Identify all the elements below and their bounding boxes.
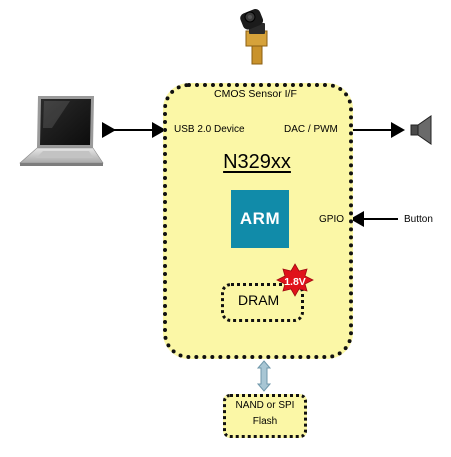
dram-label: DRAM [238,292,280,308]
voltage-badge: 1.8V [284,276,306,288]
flash-label-line2: Flash [252,416,278,427]
usb-interface-label: USB 2.0 Device [174,124,245,135]
flash-block [223,394,307,438]
cmos-interface-label: CMOS Sensor I/F [214,88,297,100]
arm-logo: ARM [231,190,289,248]
laptop-icon [19,96,104,166]
audio-interface-label: DAC / PWM [284,124,338,135]
storage-link-arrow [256,360,272,392]
camera-module-icon [240,8,268,65]
chip-title: N329xx [223,151,291,173]
button-label: Button [404,214,433,225]
voltage-badge-starburst [276,263,314,297]
flash-label-line1: NAND or SPI [235,400,295,411]
speaker-icon [410,115,432,145]
gpio-interface-label: GPIO [319,214,345,225]
